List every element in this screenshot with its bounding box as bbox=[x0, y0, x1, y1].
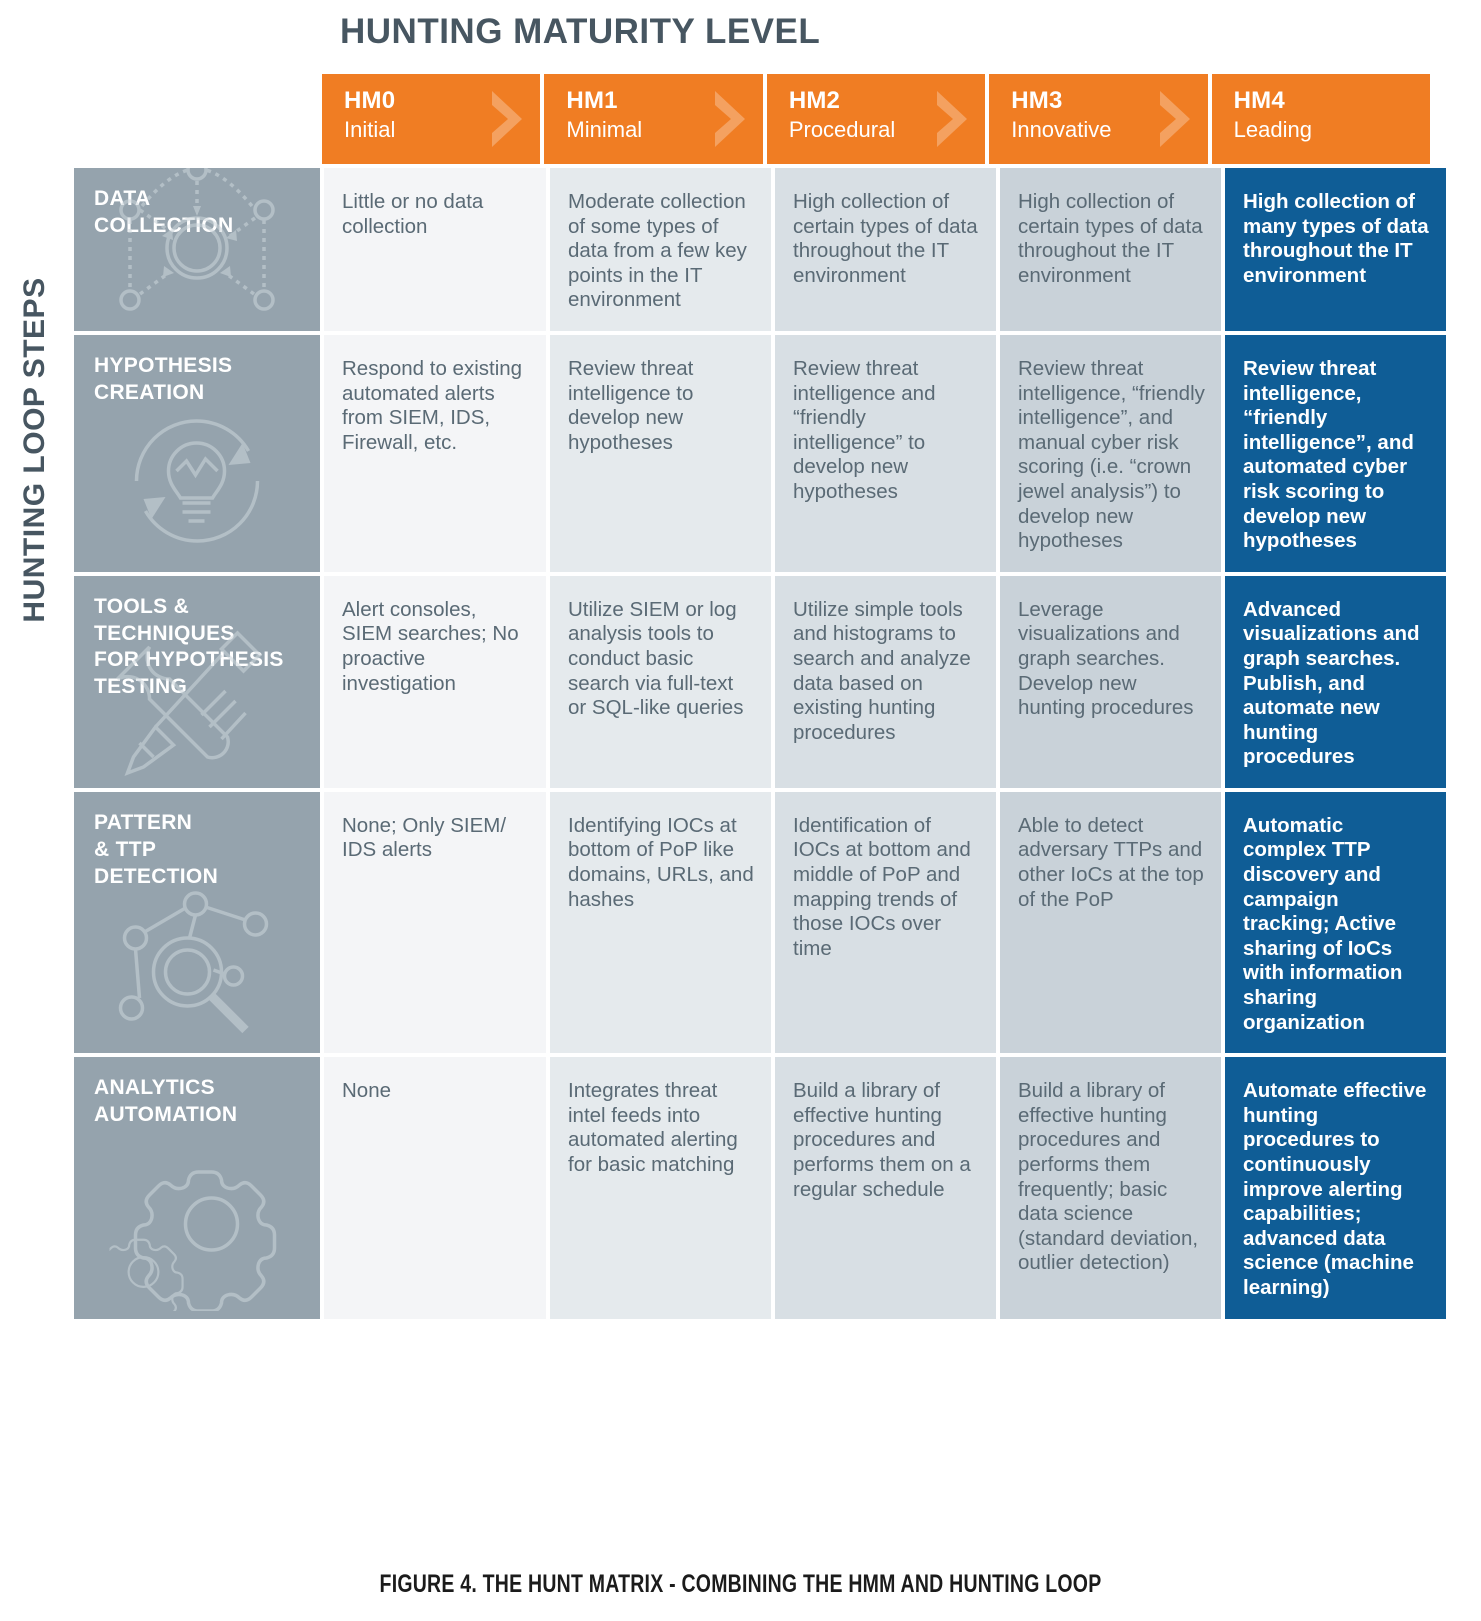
matrix-cell: Little or no data collection bbox=[324, 168, 546, 331]
wrench-screwdriver-icon bbox=[110, 615, 285, 780]
maturity-level-name: Minimal bbox=[566, 116, 643, 142]
chevron-right-icon bbox=[933, 87, 975, 151]
network-nodes-icon bbox=[112, 168, 282, 323]
maturity-level-name: Innovative bbox=[1011, 116, 1112, 142]
maturity-level-name: Procedural bbox=[788, 116, 896, 142]
hunting-loop-step-header: PATTERN & TTP DETECTION bbox=[74, 791, 320, 1054]
matrix-cell: Identification of IOCs at bottom and mid… bbox=[775, 791, 996, 1054]
vertical-axis-label: HUNTING LOOP STEPS bbox=[18, 277, 51, 623]
matrix-cell: Automate effective hunting procedures to… bbox=[1225, 1057, 1446, 1319]
chevron-right-icon bbox=[711, 87, 753, 151]
matrix-cell: Build a library of effective hunting pro… bbox=[1000, 1057, 1221, 1319]
page-title: HUNTING MATURITY LEVEL bbox=[340, 12, 821, 51]
hunting-loop-step-header: HYPOTHESIS CREATION bbox=[74, 334, 320, 572]
matrix-cell: Able to detect adversary TTPs and other … bbox=[1000, 791, 1221, 1054]
hunting-loop-step-label: ANALYTICS AUTOMATION bbox=[94, 1076, 238, 1127]
matrix-cell: Moderate collection of some types of dat… bbox=[550, 168, 771, 331]
matrix-cell: High collection of many types of data th… bbox=[1225, 168, 1446, 331]
maturity-level-code: HM1 bbox=[566, 87, 618, 114]
hunting-loop-step-label: PATTERN & TTP DETECTION bbox=[94, 810, 219, 888]
maturity-level-code: HM0 bbox=[344, 87, 396, 114]
matrix-cell: Utilize simple tools and histograms to s… bbox=[775, 575, 996, 788]
hunting-loop-step-header: DATA COLLECTION bbox=[74, 168, 320, 331]
matrix-cell: Review threat intelligence, “friendly in… bbox=[1225, 334, 1446, 572]
matrix-cell: High collection of certain types of data… bbox=[775, 168, 996, 331]
matrix-cell: Utilize SIEM or log analysis tools to co… bbox=[550, 575, 771, 788]
matrix-cell: None; Only SIEM/ IDS alerts bbox=[324, 791, 546, 1054]
matrix-cell: Respond to existing automated alerts fro… bbox=[324, 334, 546, 572]
matrix-cell: Advanced visualizations and graph search… bbox=[1225, 575, 1446, 788]
maturity-level-code: HM2 bbox=[788, 87, 841, 114]
maturity-level-code: HM4 bbox=[1233, 87, 1285, 114]
matrix-cell: High collection of certain types of data… bbox=[1000, 168, 1221, 331]
vertical-axis-label-container: HUNTING LOOP STEPS bbox=[0, 170, 70, 730]
matrix-cell: Automatic complex TTP discovery and camp… bbox=[1225, 791, 1446, 1054]
chevron-right-icon bbox=[488, 87, 530, 151]
chevron-right-icon bbox=[1156, 87, 1198, 151]
matrix-cell: Review threat intelligence and “friendly… bbox=[775, 334, 996, 572]
lightbulb-cycle-icon bbox=[115, 399, 280, 564]
matrix-cell: Leverage visualizations and graph search… bbox=[1000, 575, 1221, 788]
gears-icon bbox=[109, 1146, 285, 1311]
hunting-loop-step-header: TOOLS & TECHNIQUES FOR HYPOTHESIS TESTIN… bbox=[74, 575, 320, 788]
maturity-level-code: HM3 bbox=[1011, 87, 1063, 114]
matrix-cell: Review threat intelligence, “friendly in… bbox=[1000, 334, 1221, 572]
matrix-cell: Alert consoles, SIEM searches; No proact… bbox=[324, 575, 546, 788]
matrix-cell: None bbox=[324, 1057, 546, 1319]
figure-caption: FIGURE 4. THE HUNT MATRIX - COMBINING TH… bbox=[379, 1570, 1102, 1598]
matrix-cell: Integrates threat intel feeds into autom… bbox=[550, 1057, 771, 1319]
matrix-cell: Identifying IOCs at bottom of PoP like d… bbox=[550, 791, 771, 1054]
matrix-cell: Build a library of effective hunting pro… bbox=[775, 1057, 996, 1319]
matrix-cell: Review threat intelligence to develop ne… bbox=[550, 334, 771, 572]
maturity-level-name: Leading bbox=[1233, 116, 1312, 142]
hunting-loop-step-header: ANALYTICS AUTOMATION bbox=[74, 1057, 320, 1319]
maturity-level-name: Initial bbox=[344, 116, 396, 142]
hunting-loop-step-label: HYPOTHESIS CREATION bbox=[94, 353, 233, 404]
magnifier-graph-icon bbox=[110, 880, 285, 1045]
hunt-matrix-grid: DATA COLLECTION Little or no data collec… bbox=[74, 168, 1446, 1319]
